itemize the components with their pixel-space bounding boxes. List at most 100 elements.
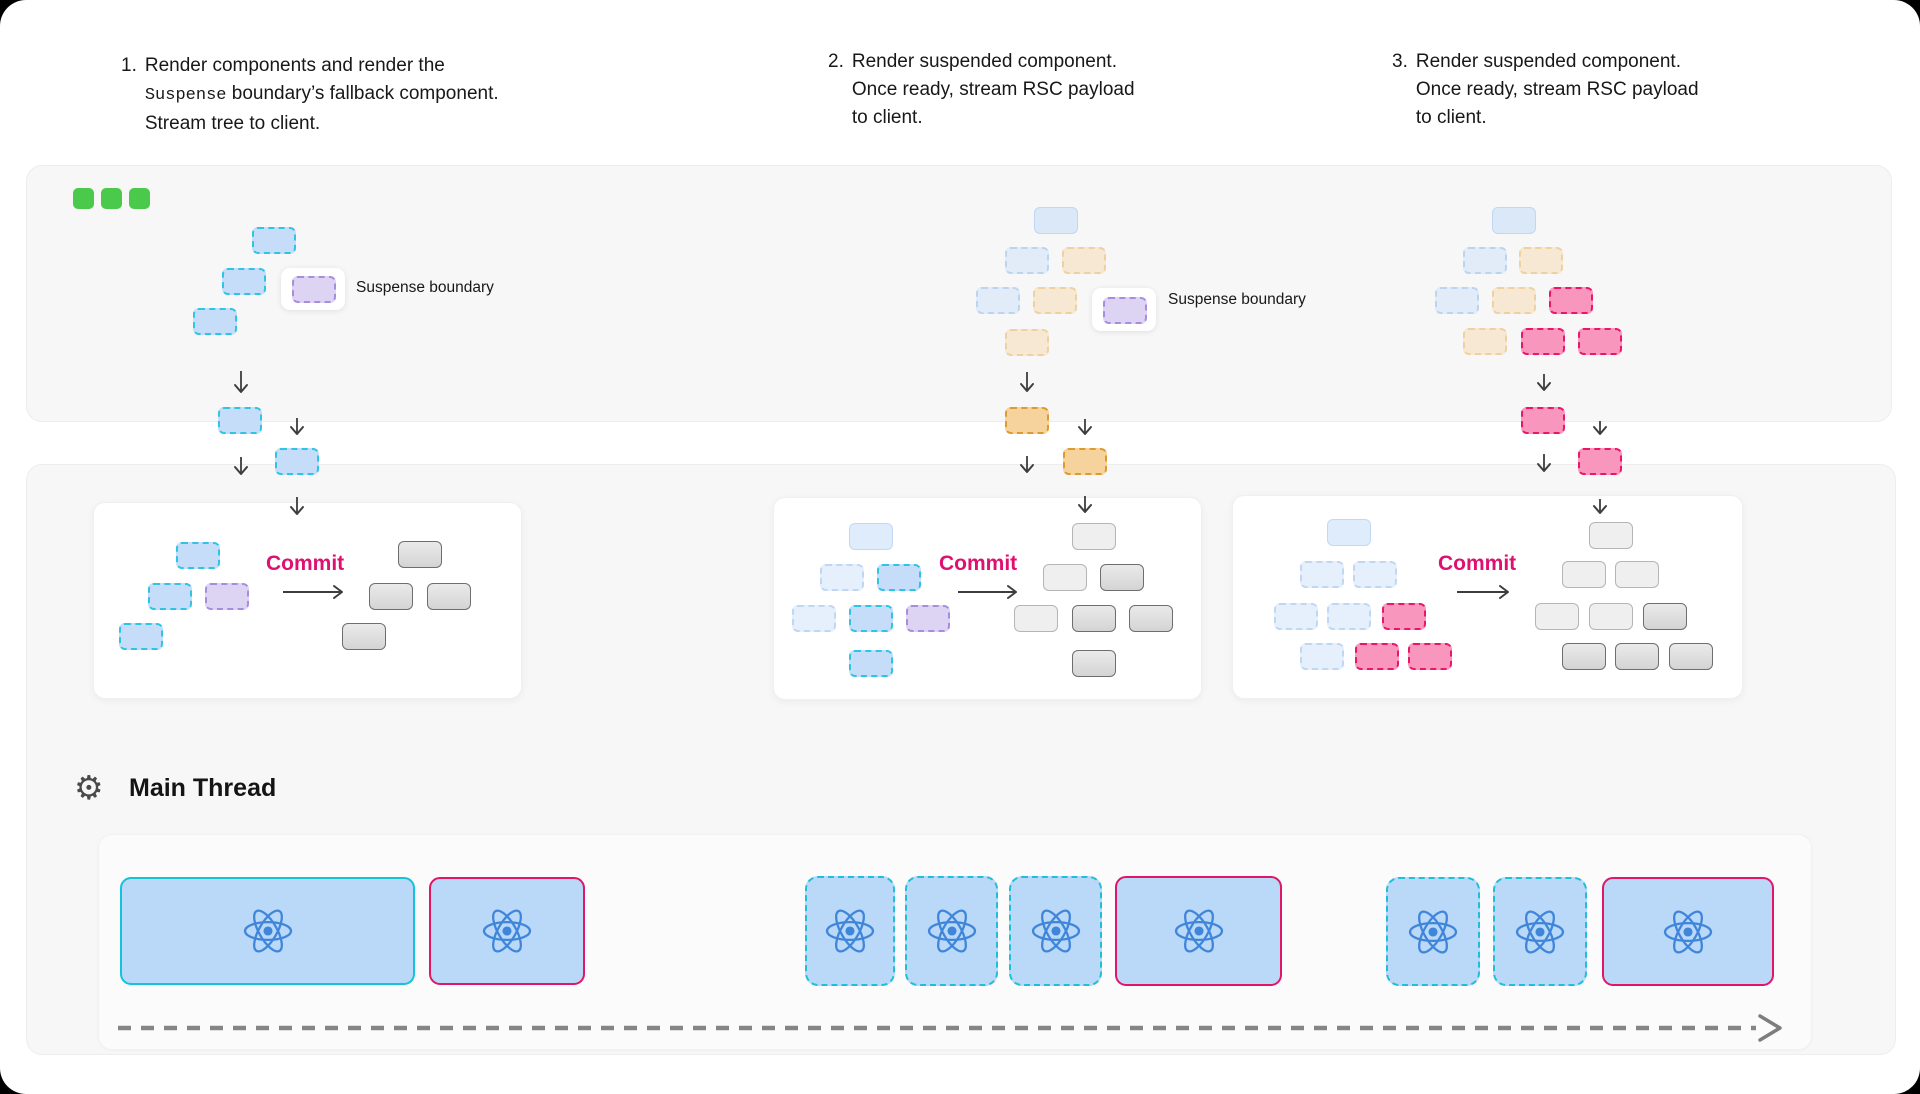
window-control-dot <box>73 188 94 209</box>
gray-dark-component-box <box>1072 605 1116 632</box>
flow-arrow-down-icon <box>1593 421 1607 435</box>
react-task-box <box>429 877 585 985</box>
flow-arrow-down-icon <box>290 497 304 515</box>
blue-faded-component-box <box>1435 287 1479 314</box>
gray-dark-component-box <box>1669 643 1713 670</box>
react-task-box <box>1493 877 1587 986</box>
flow-arrow-down-icon <box>1593 499 1607 514</box>
gray-dark-component-box <box>1100 564 1144 591</box>
commit-arrow-icon <box>283 585 343 599</box>
pink-component-box <box>1355 643 1399 670</box>
timeline-dashed-arrow <box>118 1014 1782 1042</box>
gray-light-component-box <box>1014 605 1058 632</box>
flow-arrow-down-icon <box>234 371 248 393</box>
blue-faded-component-box <box>820 564 864 591</box>
gray-dark-component-box <box>1072 650 1116 677</box>
pink-component-box <box>1549 287 1593 314</box>
purple-component-box <box>205 583 249 610</box>
react-logo-icon <box>1515 909 1565 954</box>
gray-light-component-box <box>1072 523 1116 550</box>
gray-light-component-box <box>1615 561 1659 588</box>
blue-component-box <box>252 227 296 254</box>
react-task-box <box>1115 876 1282 986</box>
blue-faded-solid-component-box <box>849 523 893 550</box>
orange-component-box <box>1063 448 1107 475</box>
gray-dark-component-box <box>1643 603 1687 630</box>
gray-light-component-box <box>1589 522 1633 549</box>
react-logo-icon <box>243 909 292 953</box>
orange-faded-component-box <box>1005 329 1049 356</box>
gray-dark-component-box <box>1562 643 1606 670</box>
gray-light-component-box <box>1589 603 1633 630</box>
gray-dark-component-box <box>369 583 413 610</box>
pink-component-box <box>1578 448 1622 475</box>
orange-faded-component-box <box>1463 328 1507 355</box>
step-text: Render suspended component.Once ready, s… <box>1415 51 1699 128</box>
gray-dark-component-box <box>398 541 442 568</box>
blue-component-box <box>877 564 921 591</box>
blue-component-box <box>218 407 262 434</box>
flow-arrow-down-icon <box>290 418 304 435</box>
react-logo-icon <box>1031 909 1080 953</box>
commit-arrow-icon <box>958 585 1017 599</box>
step-number: 3. <box>1392 51 1408 72</box>
blue-faded-component-box <box>1327 603 1371 630</box>
react-logo-icon <box>927 909 976 953</box>
react-task-box <box>120 877 415 985</box>
blue-faded-component-box <box>1300 643 1344 670</box>
blue-faded-component-box <box>1463 247 1507 274</box>
gray-light-component-box <box>1562 561 1606 588</box>
pink-component-box <box>1408 643 1452 670</box>
annotation-step-2: 2.Render suspended component.Once ready,… <box>828 48 1135 132</box>
blue-faded-component-box <box>1353 561 1397 588</box>
suspense-boundary-label: Suspense boundary <box>1168 291 1306 308</box>
pink-component-box <box>1521 407 1565 434</box>
blue-faded-solid-component-box <box>1034 207 1078 234</box>
gray-dark-component-box <box>342 623 386 650</box>
blue-component-box <box>119 623 163 650</box>
orange-faded-component-box <box>1492 287 1536 314</box>
react-task-box <box>1602 877 1774 986</box>
flow-arrow-down-icon <box>1078 419 1092 435</box>
commit-card <box>773 497 1202 700</box>
react-task-box <box>1009 876 1102 986</box>
orange-faded-component-box <box>1062 247 1106 274</box>
gray-light-component-box <box>1043 564 1087 591</box>
commit-label: Commit <box>939 552 1018 575</box>
blue-component-box <box>176 542 220 569</box>
orange-faded-component-box <box>1033 287 1077 314</box>
flow-arrow-down-icon <box>1537 374 1551 391</box>
window-control-dot <box>101 188 122 209</box>
purple-component-box <box>906 605 950 632</box>
gray-dark-component-box <box>1129 605 1173 632</box>
react-logo-icon <box>1663 909 1713 954</box>
react-logo-icon <box>1408 909 1458 954</box>
react-task-box <box>905 876 998 986</box>
blue-component-box <box>193 308 237 335</box>
blue-component-box <box>222 268 266 295</box>
blue-component-box <box>275 448 319 475</box>
flow-arrow-down-icon <box>1020 456 1034 473</box>
commit-label: Commit <box>1438 552 1517 575</box>
purple-component-box <box>292 276 336 303</box>
react-logo-icon <box>825 909 875 953</box>
blue-faded-solid-component-box <box>1327 519 1371 546</box>
blue-faded-component-box <box>1300 561 1344 588</box>
blue-faded-component-box <box>1274 603 1318 630</box>
main-thread-title: Main Thread <box>129 774 277 802</box>
flow-arrow-down-icon <box>1537 454 1551 472</box>
flow-arrow-down-icon <box>1078 496 1092 513</box>
commit-arrow-icon <box>1457 585 1509 599</box>
blue-faded-component-box <box>1005 247 1049 274</box>
blue-faded-solid-component-box <box>1492 207 1536 234</box>
gray-dark-component-box <box>1615 643 1659 670</box>
react-logo-icon <box>482 909 532 953</box>
pink-component-box <box>1578 328 1622 355</box>
pink-component-box <box>1521 328 1565 355</box>
step-text: Render suspended component.Once ready, s… <box>851 51 1135 128</box>
blue-component-box <box>148 583 192 610</box>
gear-icon: ⚙ <box>74 769 104 806</box>
